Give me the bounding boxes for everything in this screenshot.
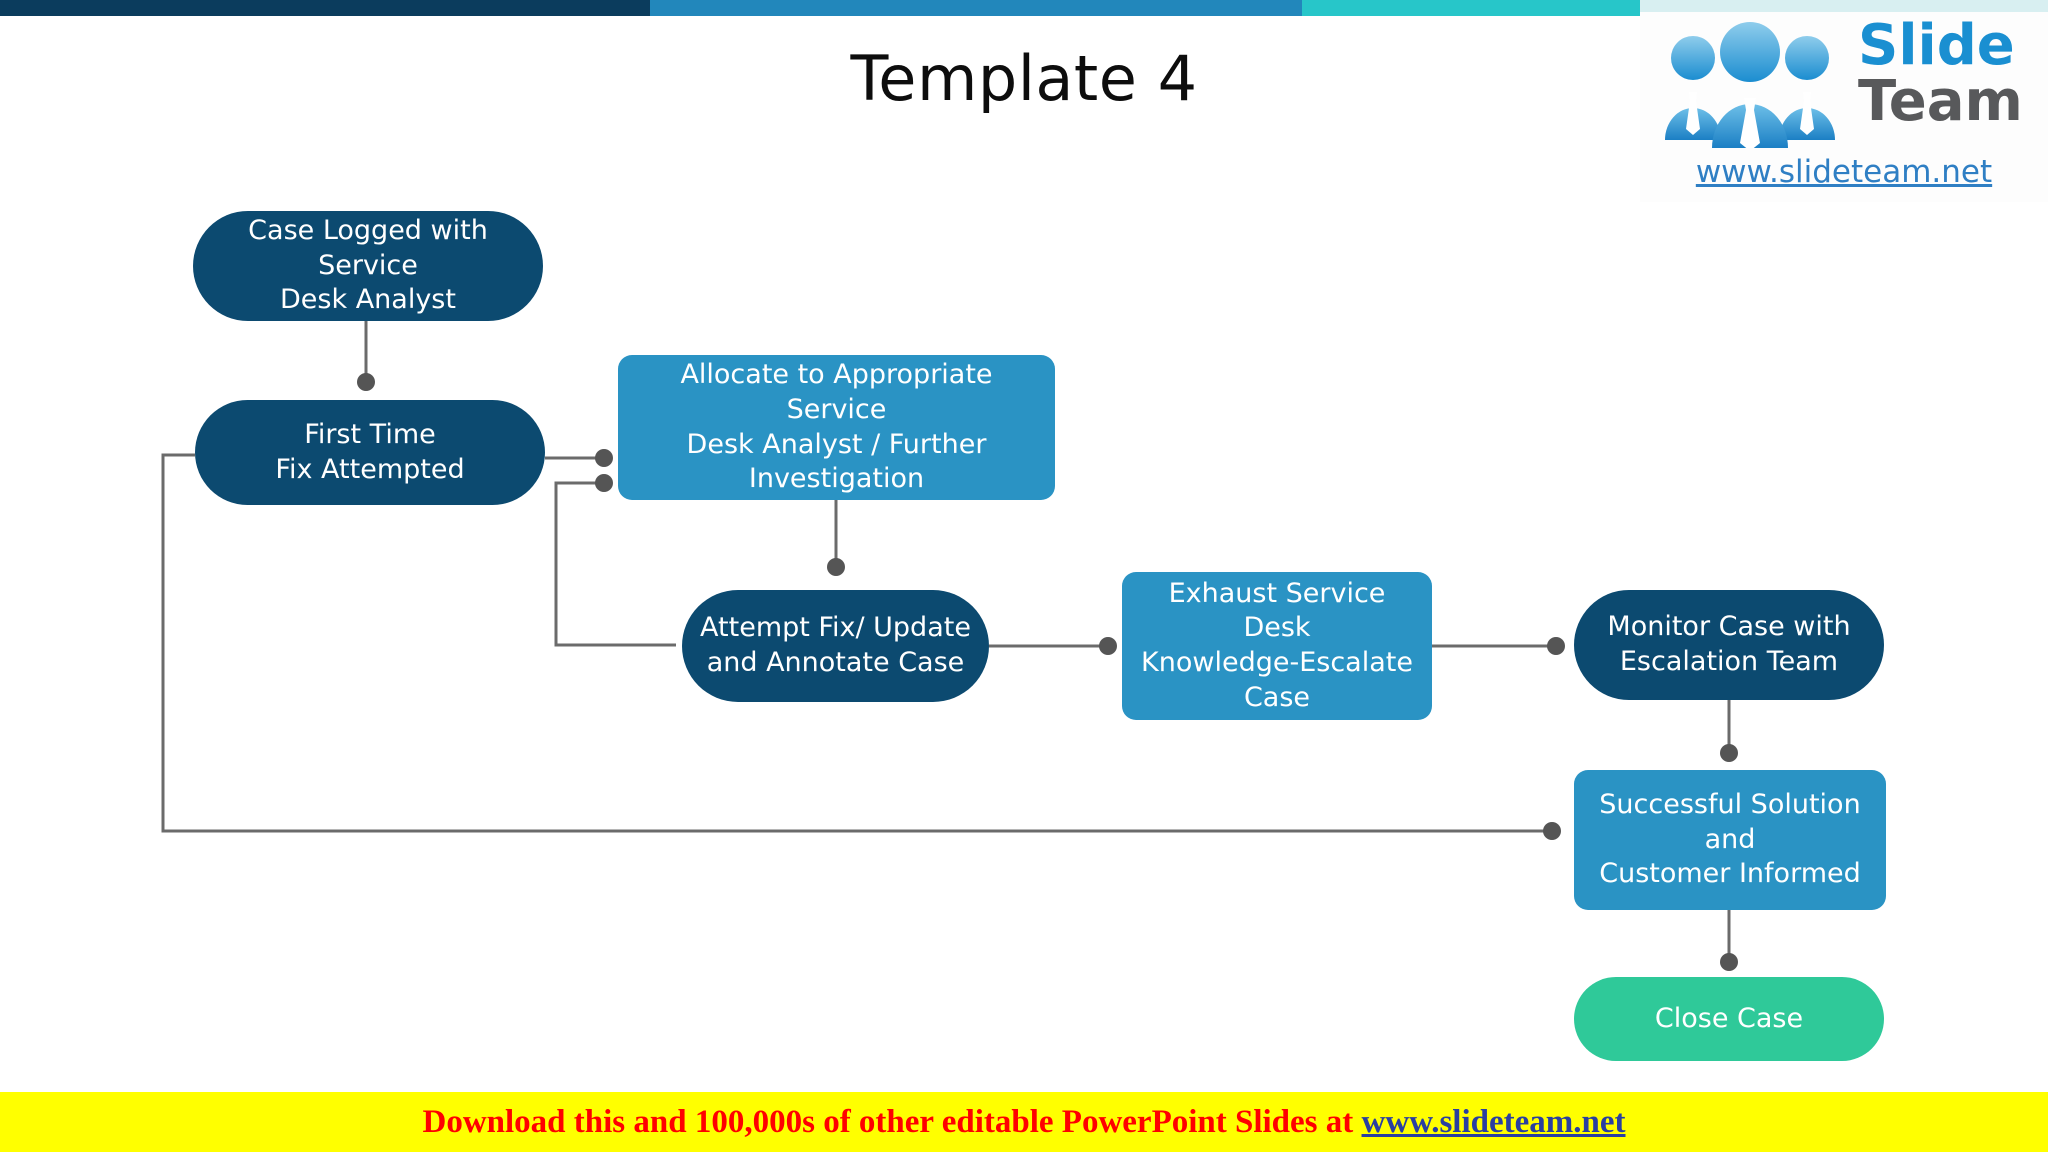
promo-banner-text: Download this and 100,000s of other edit…	[422, 1103, 1362, 1140]
connector-dot-close-case-top	[1720, 953, 1738, 971]
node-close-case[interactable]: Close Case	[1574, 977, 1884, 1061]
connector-dot-successful-top	[1720, 744, 1738, 762]
connector-feedback-loop	[161, 453, 1550, 833]
logo-url-link[interactable]: www.slideteam.net	[1695, 154, 1993, 190]
people-group-icon	[1665, 22, 1835, 148]
node-monitor-case[interactable]: Monitor Case with Escalation Team	[1574, 590, 1884, 700]
topbar-segment-blue	[650, 0, 1302, 16]
promo-banner-link[interactable]: www.slideteam.net	[1361, 1103, 1626, 1140]
node-case-logged[interactable]: Case Logged with Service Desk Analyst	[193, 211, 543, 321]
connector-dot-allocate-lower	[595, 474, 613, 492]
connector-dots	[357, 373, 1738, 971]
connector-dot-feedback-end	[1543, 822, 1561, 840]
connector-dot-allocate-upper	[595, 449, 613, 467]
connector-dot-first-fix-top	[357, 373, 375, 391]
logo-word-team: Team	[1858, 69, 2023, 134]
node-successful-solution[interactable]: Successful Solution and Customer Informe…	[1574, 770, 1886, 910]
node-first-time-fix[interactable]: First Time Fix Attempted	[195, 400, 545, 505]
connector-dot-attempt-fix-top	[827, 558, 845, 576]
topbar-segment-teal	[1302, 0, 1640, 16]
page-title: Template 4	[850, 42, 1198, 115]
connector-first-fix-to-attempt-fix	[554, 481, 676, 647]
node-attempt-fix[interactable]: Attempt Fix/ Update and Annotate Case	[682, 590, 989, 702]
node-allocate-analyst[interactable]: Allocate to Appropriate Service Desk Ana…	[618, 355, 1055, 500]
logo-word-slide: Slide	[1858, 13, 2015, 78]
connector-dot-exhaust-left	[1099, 637, 1117, 655]
promo-banner: Download this and 100,000s of other edit…	[0, 1092, 2048, 1152]
slideteam-logo[interactable]: Slide Team www.slideteam.net	[1640, 12, 2048, 202]
flowchart: Case Logged with Service Desk Analyst Fi…	[161, 211, 1886, 1061]
node-exhaust-knowledge[interactable]: Exhaust Service Desk Knowledge-Escalate …	[1122, 572, 1432, 720]
connector-dot-monitor-left	[1547, 637, 1565, 655]
topbar-segment-navy	[0, 0, 650, 16]
flowchart-connectors	[161, 321, 1738, 971]
